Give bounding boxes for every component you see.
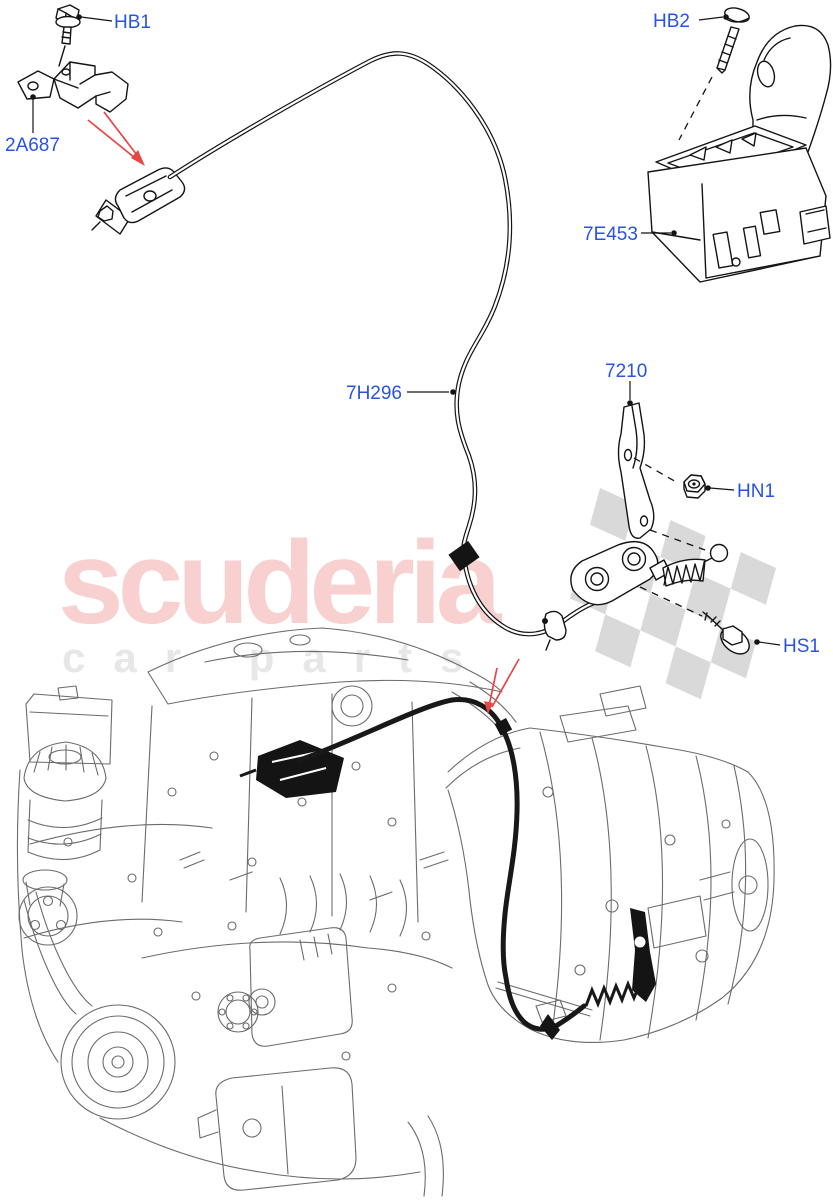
engine-bolt-details: [63, 751, 431, 1061]
position-arrow-bracket: [87, 111, 145, 166]
part-label-hs1[interactable]: HS1: [783, 636, 820, 657]
callout-hb2: HB2: [653, 11, 729, 32]
bolt-hb2-drawing: [716, 7, 750, 74]
callout-hb1: HB1: [76, 12, 151, 33]
engine-transmission-drawing: [16, 627, 775, 1197]
callout-7e453: 7E453: [583, 224, 677, 245]
cable-connector-drawing: [91, 167, 186, 235]
callout-7210: 7210: [605, 361, 647, 406]
part-label-7210[interactable]: 7210: [605, 361, 647, 382]
installed-lever-drawing: [630, 908, 656, 1002]
bolt-hb1-drawing: [55, 4, 81, 67]
position-arrow-engine: [484, 658, 520, 714]
assembly-dashed-lines: [633, 76, 713, 617]
callout-2a687: 2A687: [5, 94, 60, 156]
part-label-hb2[interactable]: HB2: [653, 11, 690, 32]
part-label-7h296[interactable]: 7H296: [346, 383, 402, 404]
lever-7210-drawing: [617, 402, 655, 539]
part-label-2a687[interactable]: 2A687: [5, 135, 60, 156]
callout-hn1: HN1: [705, 481, 775, 502]
part-label-hn1[interactable]: HN1: [737, 481, 775, 502]
transmission-drawing: [445, 685, 775, 1044]
callout-7h296: 7H296: [346, 383, 456, 404]
nut-hn1-drawing: [683, 474, 706, 499]
callout-hs1: HS1: [754, 636, 820, 657]
part-label-7e453[interactable]: 7E453: [583, 224, 638, 245]
part-label-hb1[interactable]: HB1: [114, 12, 151, 33]
cable-7h296-drawing: [167, 51, 616, 651]
watermark-subtitle-text: car parts: [62, 634, 491, 681]
callout-labels: HB1 2A687 HB2 7E453 7H296 7210: [5, 11, 820, 657]
bracket-2a687-drawing: [17, 61, 129, 113]
cable-end-drawing: [570, 540, 729, 606]
selector-7e453-drawing: [647, 24, 832, 283]
installed-cable-drawing: [239, 697, 656, 1040]
watermark-brand-text: scuderia: [58, 517, 503, 649]
screw-hs1-drawing: [702, 611, 750, 655]
